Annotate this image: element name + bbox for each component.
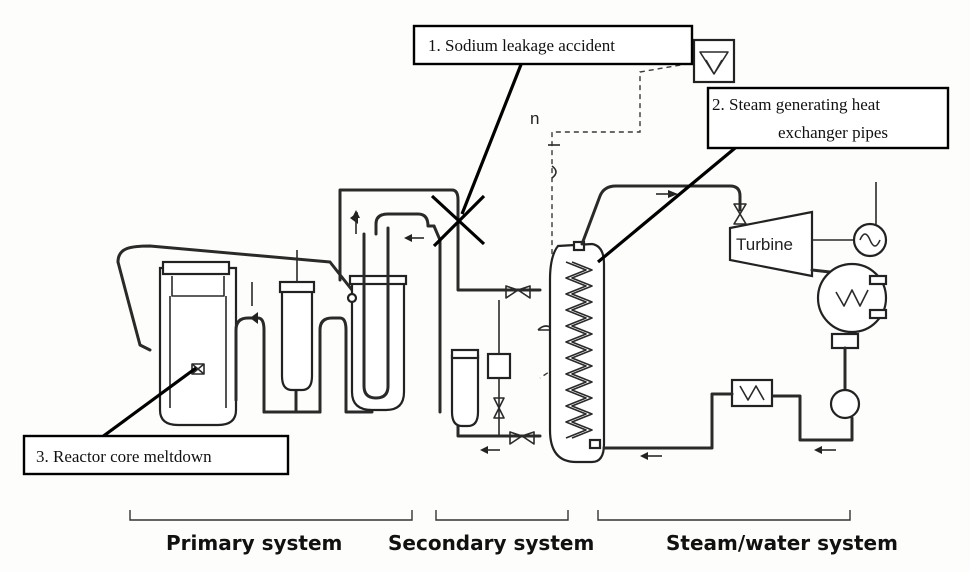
condenser-nozzle-bottom [868, 308, 888, 320]
secondary-down-pipe [432, 224, 442, 414]
secondary-dashed-device [551, 165, 557, 179]
primary-pump [280, 288, 314, 392]
ihx-nozzle [346, 292, 358, 304]
secondary-pump-top [450, 348, 480, 360]
sodium-leak-callout-box [412, 24, 694, 66]
secondary-up-arrow-head [352, 210, 360, 218]
turbine-to-condenser [810, 268, 832, 274]
instrument-funnel-icon [699, 51, 729, 75]
condenser [816, 262, 888, 334]
feedwater-pump [829, 388, 861, 420]
sg-top-nozzle [572, 240, 586, 252]
dashed-signal-line [539, 61, 699, 379]
valve-1 [505, 285, 531, 299]
feedwater-to-sg [602, 392, 734, 450]
steam-generator-coil [565, 261, 587, 439]
condenser-hotwell [830, 332, 860, 350]
primary-system-label: Primary system [166, 531, 342, 555]
secondary-hot-leg [338, 188, 542, 292]
turbine-label: Turbine [736, 235, 793, 254]
feedwater-heater-coil [739, 385, 765, 401]
steam-pipes-callout-line1: 2. Steam generating heat [712, 95, 880, 114]
sections-group: Primary system Secondary system Steam/wa… [129, 510, 898, 555]
secondary-tank [486, 352, 512, 380]
primary-roof-pipe [116, 244, 354, 292]
secondary-return-arrow [480, 446, 488, 454]
ihx-inner-u [362, 226, 390, 400]
intermediate-heat-exchanger [350, 280, 406, 412]
secondary-bracket [435, 510, 569, 521]
primary-system-group [116, 226, 408, 427]
secondary-system-label: Secondary system [388, 531, 594, 555]
steam-pipes-callout-line2: exchanger pipes [778, 123, 888, 142]
secondary-hot-leg-2 [374, 212, 436, 236]
secondary-pump [450, 354, 480, 428]
valve-3 [493, 397, 505, 419]
valve-2 [509, 431, 535, 445]
core-meltdown-callout-box [22, 434, 290, 476]
steam-pipes-callout-box [706, 86, 950, 150]
turbine-valve [733, 203, 747, 225]
primary-left-pipe [116, 260, 152, 352]
primary-bracket [129, 510, 413, 521]
core-meltdown-pointer [97, 366, 197, 442]
primary-loop-pipe-2 [318, 316, 374, 414]
reactor-head [161, 260, 231, 276]
condenser-coil-icon [835, 289, 869, 307]
steam-main-pipe [580, 184, 742, 246]
n-marker-label: n [530, 109, 539, 128]
reactor-inner [171, 276, 225, 297]
core-meltdown-callout-text: 3. Reactor core meltdown [36, 447, 212, 466]
secondary-flow-arrow-2 [404, 234, 412, 242]
sodium-leak-pointer [460, 61, 524, 215]
callouts-group: 1. Sodium leakage accident 2. Steam gene… [22, 24, 950, 476]
condenser-nozzle-top [868, 274, 888, 286]
steam-water-bracket [597, 510, 851, 521]
steam-generator-group [548, 240, 606, 464]
feedwater-return-pipe [770, 394, 854, 442]
reactor-vessel [158, 266, 238, 427]
primary-pump-top [278, 280, 316, 294]
primary-flow-arrow [250, 312, 258, 324]
generator-sine-icon [859, 233, 881, 247]
leak-cross-b [432, 194, 486, 248]
steam-flow-arrow [668, 190, 678, 198]
reactor-core-cross [191, 363, 205, 375]
ihx-top [348, 274, 408, 286]
turbine [728, 210, 814, 278]
primary-loop-pipe [234, 316, 298, 414]
steam-water-group: Turbine [580, 38, 888, 460]
feedwater-flow-arrow-2 [814, 446, 822, 454]
steam-generator-coil-2 [571, 261, 593, 439]
steam-water-system-label: Steam/water system [666, 531, 898, 555]
sg-bottom-nozzle [588, 438, 602, 450]
feedwater-flow-arrow [640, 452, 648, 460]
sodium-leak-callout-text: 1. Sodium leakage accident [428, 36, 615, 55]
instrument-box [692, 38, 736, 84]
